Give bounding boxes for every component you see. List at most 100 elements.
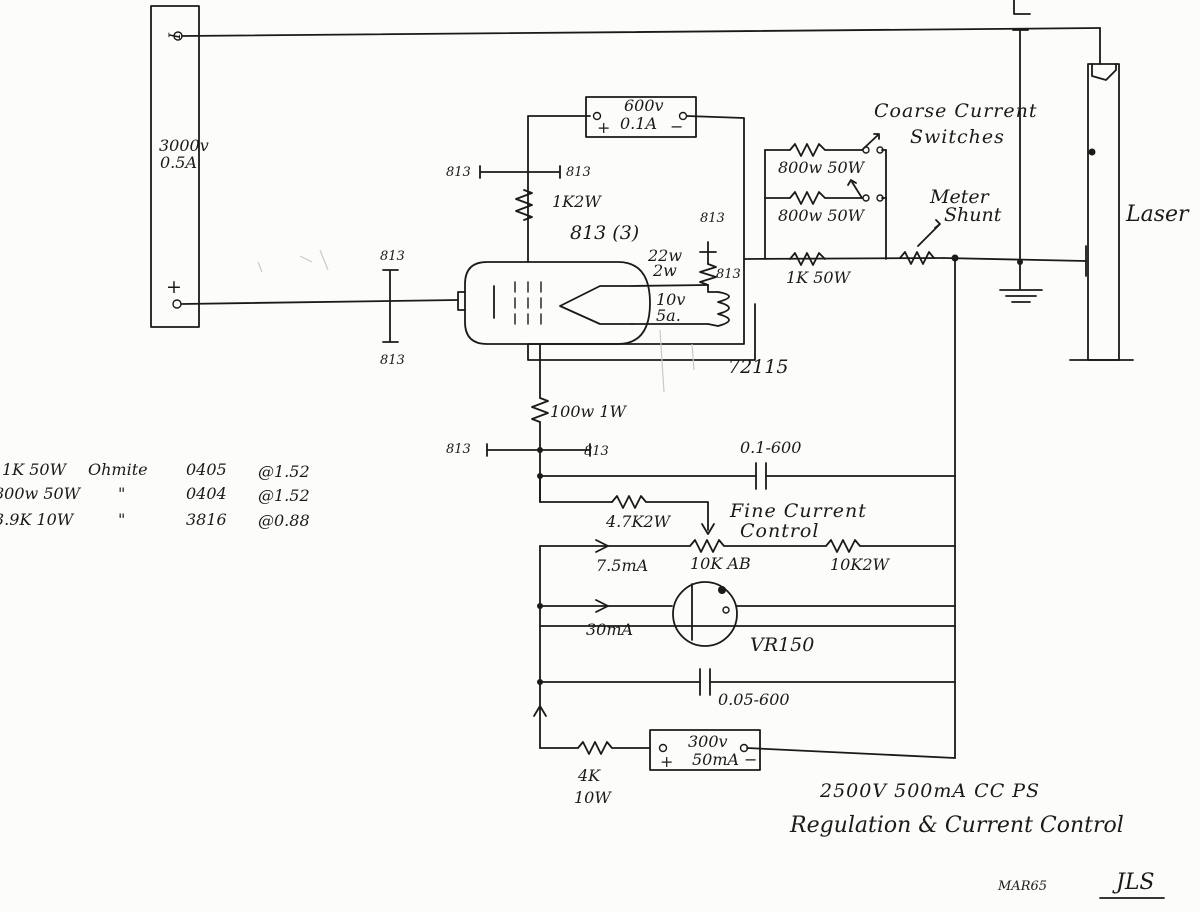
parts-row-2-maker: " — [118, 484, 126, 503]
bypass-813-left — [382, 269, 399, 343]
meter-label-2: Shunt — [944, 204, 1002, 226]
cap-0-1-label: 0.1-600 — [740, 438, 802, 457]
title-line-2: Regulation & Current Control — [790, 813, 1124, 838]
vr150-tube — [672, 581, 738, 647]
wire-top-corner — [1013, 0, 1031, 15]
tube-813-filament — [559, 285, 633, 325]
main-supply-plus-label: + — [166, 276, 182, 298]
bypass-813-upper — [479, 165, 561, 179]
arrow-30ma — [595, 599, 609, 613]
wire-to-laser — [943, 257, 1087, 262]
laser-tube-top-electrode — [1091, 63, 1117, 81]
title-line-1: 2500V 500mA CC PS — [820, 780, 1041, 802]
main-supply-rating-2: 0.5A — [160, 153, 197, 172]
supply-300v-plus: + — [660, 752, 674, 771]
main-supply-box — [150, 5, 200, 328]
label-813-filament: 813 — [716, 267, 741, 282]
supply-300v-current: 50mA — [692, 750, 740, 769]
parts-row-2-desc: 800w 50W — [0, 484, 81, 503]
resistor-4k — [539, 741, 651, 755]
parts-row-3-price: @0.88 — [258, 511, 310, 530]
pot-wiper-arrow — [701, 523, 715, 535]
meter-shunt-resistor — [899, 251, 935, 265]
transformer-72115-coil — [717, 291, 730, 327]
r-10kab-label: 10K AB — [690, 554, 751, 573]
supply-300v-voltage: 300v — [688, 732, 728, 751]
supply-300v-positive — [658, 743, 668, 753]
coarse-switch-1-terminal — [876, 146, 884, 154]
r-4k-label-2: 10W — [574, 788, 611, 807]
label-813-upper-right: 813 — [566, 165, 591, 180]
r-4k-label-1: 4K — [578, 766, 601, 785]
supply-600v-minus: − — [670, 117, 684, 136]
coarse-title-2: Switches — [910, 126, 1005, 148]
fine-current-30ma: 30mA — [586, 620, 634, 639]
laser-label: Laser — [1126, 202, 1189, 227]
meter-label-1: Meter — [930, 186, 989, 208]
label-1k2w: 1K2W — [552, 192, 601, 211]
laser-tube-body — [1087, 63, 1120, 361]
arrow-7-5ma — [595, 539, 609, 553]
ground-symbol — [999, 261, 1043, 303]
vr150-dot — [718, 586, 726, 594]
label-813-upper-left: 813 — [446, 165, 471, 180]
wire-600v-return — [686, 115, 745, 260]
resistor-4-7k — [611, 495, 709, 531]
parts-row-2-part: 0404 — [186, 484, 227, 503]
parts-row-1-desc: 1K 50W — [2, 460, 67, 479]
bypass-813-right — [699, 241, 717, 253]
title-initials: JLS — [1116, 870, 1155, 895]
tube-813-envelope — [464, 261, 651, 345]
wire-300v-return — [746, 747, 956, 759]
tube-813-base-pin — [457, 291, 466, 311]
parts-row-1-maker: Ohmite — [88, 460, 148, 479]
coarse-switch-2-terminal — [876, 194, 884, 202]
label-tube-813-3: 813 (3) — [570, 222, 640, 244]
label-2w: 2w — [653, 261, 677, 280]
junction-vr150 — [537, 603, 543, 609]
wire-fine-control — [539, 539, 956, 553]
main-supply-rating-1: 3000v — [159, 136, 209, 155]
resistor-100w — [531, 397, 549, 423]
meter-shunt-arrow — [917, 219, 941, 247]
supply-600v-current: 0.1A — [620, 114, 657, 133]
label-813-left-bottom: 813 — [380, 353, 405, 368]
wire-coarse-main — [743, 257, 945, 260]
label-transformer: 72115 — [728, 356, 789, 378]
label-100w-1w: 100w 1W — [550, 402, 626, 421]
wire-supply-positive — [181, 299, 459, 305]
r-4-7k-label: 4.7K2W — [606, 512, 671, 531]
supply-600v-plus: + — [597, 118, 611, 137]
main-supply-positive-terminal — [172, 299, 182, 309]
label-813-left-top: 813 — [380, 249, 405, 264]
parts-row-1-price: @1.52 — [258, 462, 310, 481]
parts-row-1-part: 0405 — [186, 460, 227, 479]
coarse-rails — [764, 149, 887, 260]
fine-current-7-5ma: 7.5mA — [596, 556, 649, 575]
wire-plate-up — [527, 115, 591, 263]
r-10k2w-label: 10K2W — [830, 555, 889, 574]
coarse-title-1: Coarse Current — [874, 100, 1038, 122]
label-813-plate: 813 — [700, 211, 725, 226]
label-filament-current: 5a. — [656, 306, 681, 325]
vr150-anode — [722, 606, 730, 614]
parts-row-2-price: @1.52 — [258, 486, 310, 505]
eraser-marks-tube — [659, 329, 695, 393]
cap-0-05-label: 0.05-600 — [718, 690, 790, 709]
capacitor-0-05-600 — [699, 668, 711, 696]
fine-title-1: Fine Current — [730, 500, 867, 522]
wire-transformer-taps — [707, 284, 719, 327]
supply-300v-minus: − — [744, 750, 758, 769]
coarse-switch-2 — [847, 179, 863, 199]
resistor-1k2w — [515, 189, 533, 221]
laser-tube-dot — [1088, 148, 1096, 156]
arrow-left-rail — [533, 705, 547, 717]
fine-title-2: Control — [740, 520, 820, 542]
tube-813-grids — [514, 281, 542, 325]
wire-cathode-return — [527, 258, 756, 361]
label-filament-voltage: 10v — [656, 290, 686, 309]
resistor-22w — [699, 263, 717, 286]
label-813-lower-left: 813 — [446, 442, 471, 457]
parts-row-3-maker: " — [118, 510, 126, 529]
